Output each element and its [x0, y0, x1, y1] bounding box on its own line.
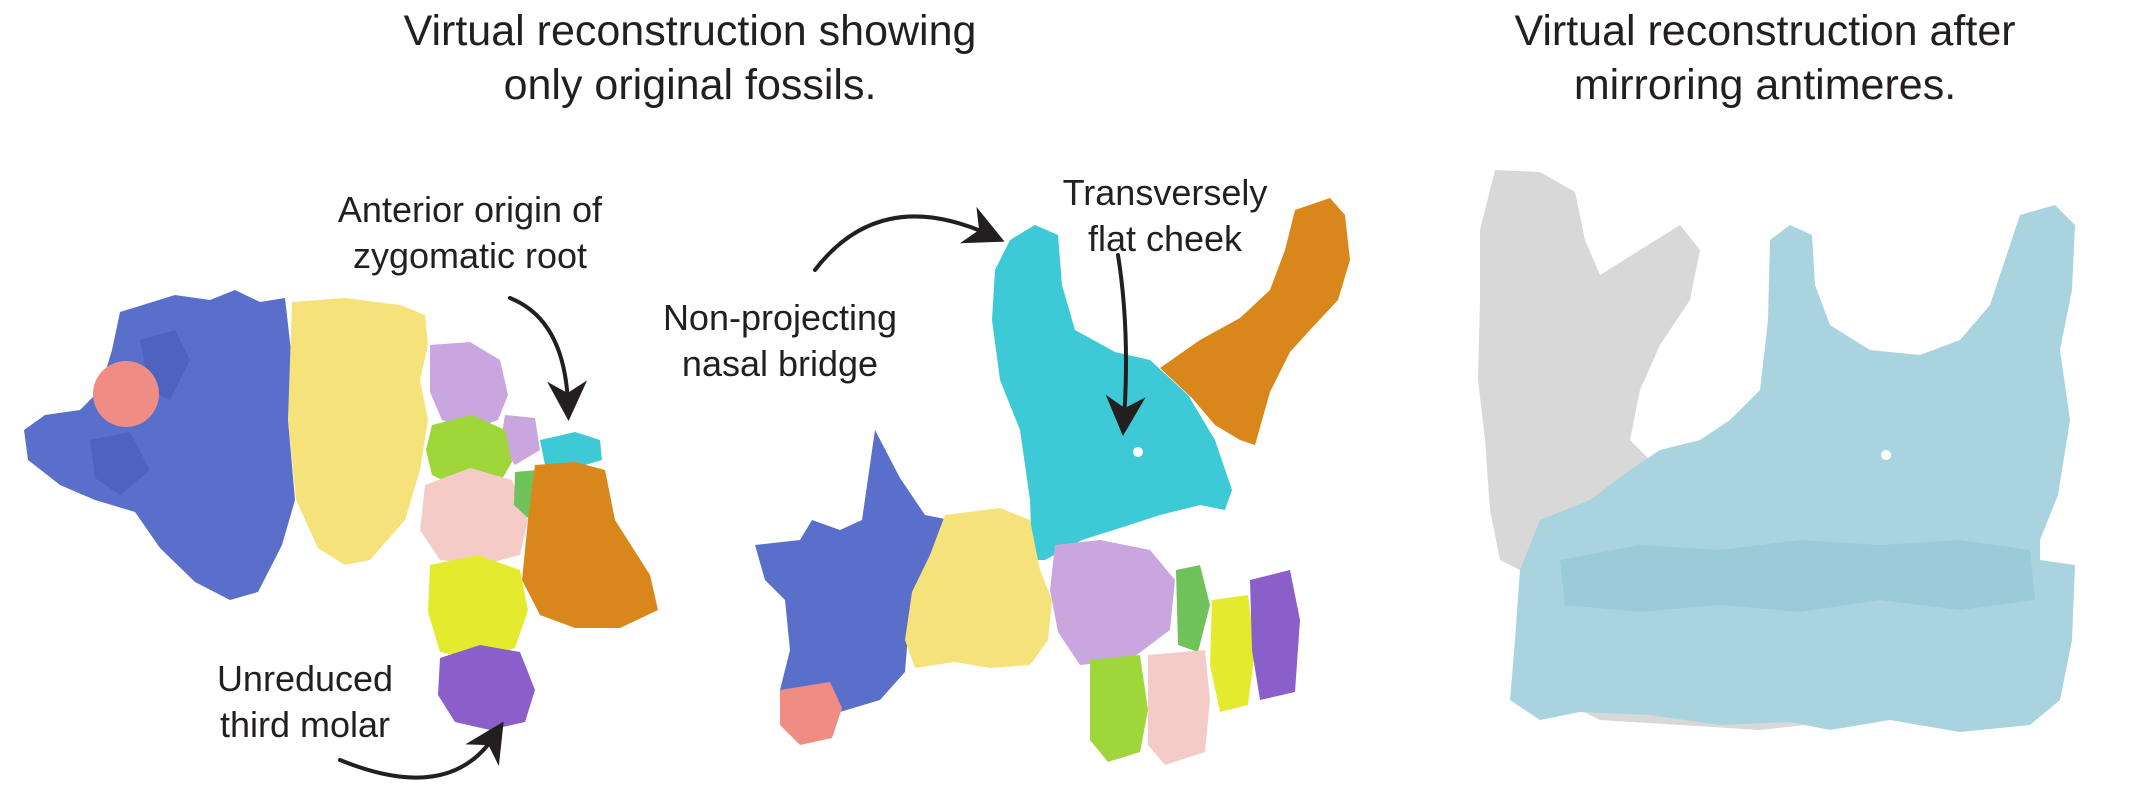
- cyan-cheek-fragment: [992, 225, 1232, 560]
- zygomatic-root-arrow: [508, 296, 588, 421]
- purple-third-molar: [438, 645, 535, 730]
- salmon-fragment: [780, 682, 842, 745]
- orange-fragment: [522, 462, 658, 628]
- pink-tooth: [420, 468, 528, 565]
- third-molar-label: Unreduced third molar: [216, 658, 394, 745]
- lemon-molar: [1210, 595, 1255, 712]
- lime-molar: [1090, 655, 1148, 762]
- pale-blue-shading: [1560, 540, 2035, 612]
- zygomatic-root-label: Anterior origin of zygomatic root: [337, 189, 603, 276]
- yellow-maxilla-fragment: [905, 508, 1052, 668]
- blue-fragment: [24, 290, 295, 600]
- salmon-tooth: [93, 361, 159, 427]
- occlusal-view-fossils: [24, 290, 658, 730]
- orange-zygomatic-fragment: [1160, 198, 1350, 445]
- frontal-view-fossils: [755, 198, 1350, 765]
- left-panel-heading: Virtual reconstruction showing only orig…: [403, 7, 977, 109]
- blue-fragment-shading: [90, 330, 190, 495]
- lavender-premolar: [1050, 540, 1175, 665]
- lavender-tooth: [430, 342, 508, 430]
- purple-molar: [1250, 570, 1300, 700]
- lavender-small: [500, 415, 540, 465]
- right-panel-heading: Virtual reconstruction after mirroring a…: [1514, 7, 2016, 109]
- lime-tooth: [426, 415, 512, 490]
- cyan-fragment: [540, 432, 602, 468]
- blue-maxilla-fragment: [755, 430, 950, 712]
- flat-cheek-arrow: [1105, 253, 1146, 436]
- flat-cheek-label: Transversely flat cheek: [1062, 172, 1268, 259]
- nasal-bridge-arrow: [813, 206, 1005, 272]
- green-premolar: [1176, 565, 1210, 652]
- mirrored-foramen: [1881, 450, 1891, 460]
- third-molar-arrow: [338, 721, 504, 780]
- infraorbital-foramen: [1133, 447, 1143, 457]
- nasal-bridge-label: Non-projecting nasal bridge: [662, 297, 898, 384]
- yellow-fragment: [288, 298, 428, 565]
- mirrored-reconstruction: [1478, 170, 2075, 732]
- lemon-tooth: [428, 555, 528, 660]
- annotation-arrows: [338, 206, 1146, 780]
- pink-molar: [1148, 650, 1210, 765]
